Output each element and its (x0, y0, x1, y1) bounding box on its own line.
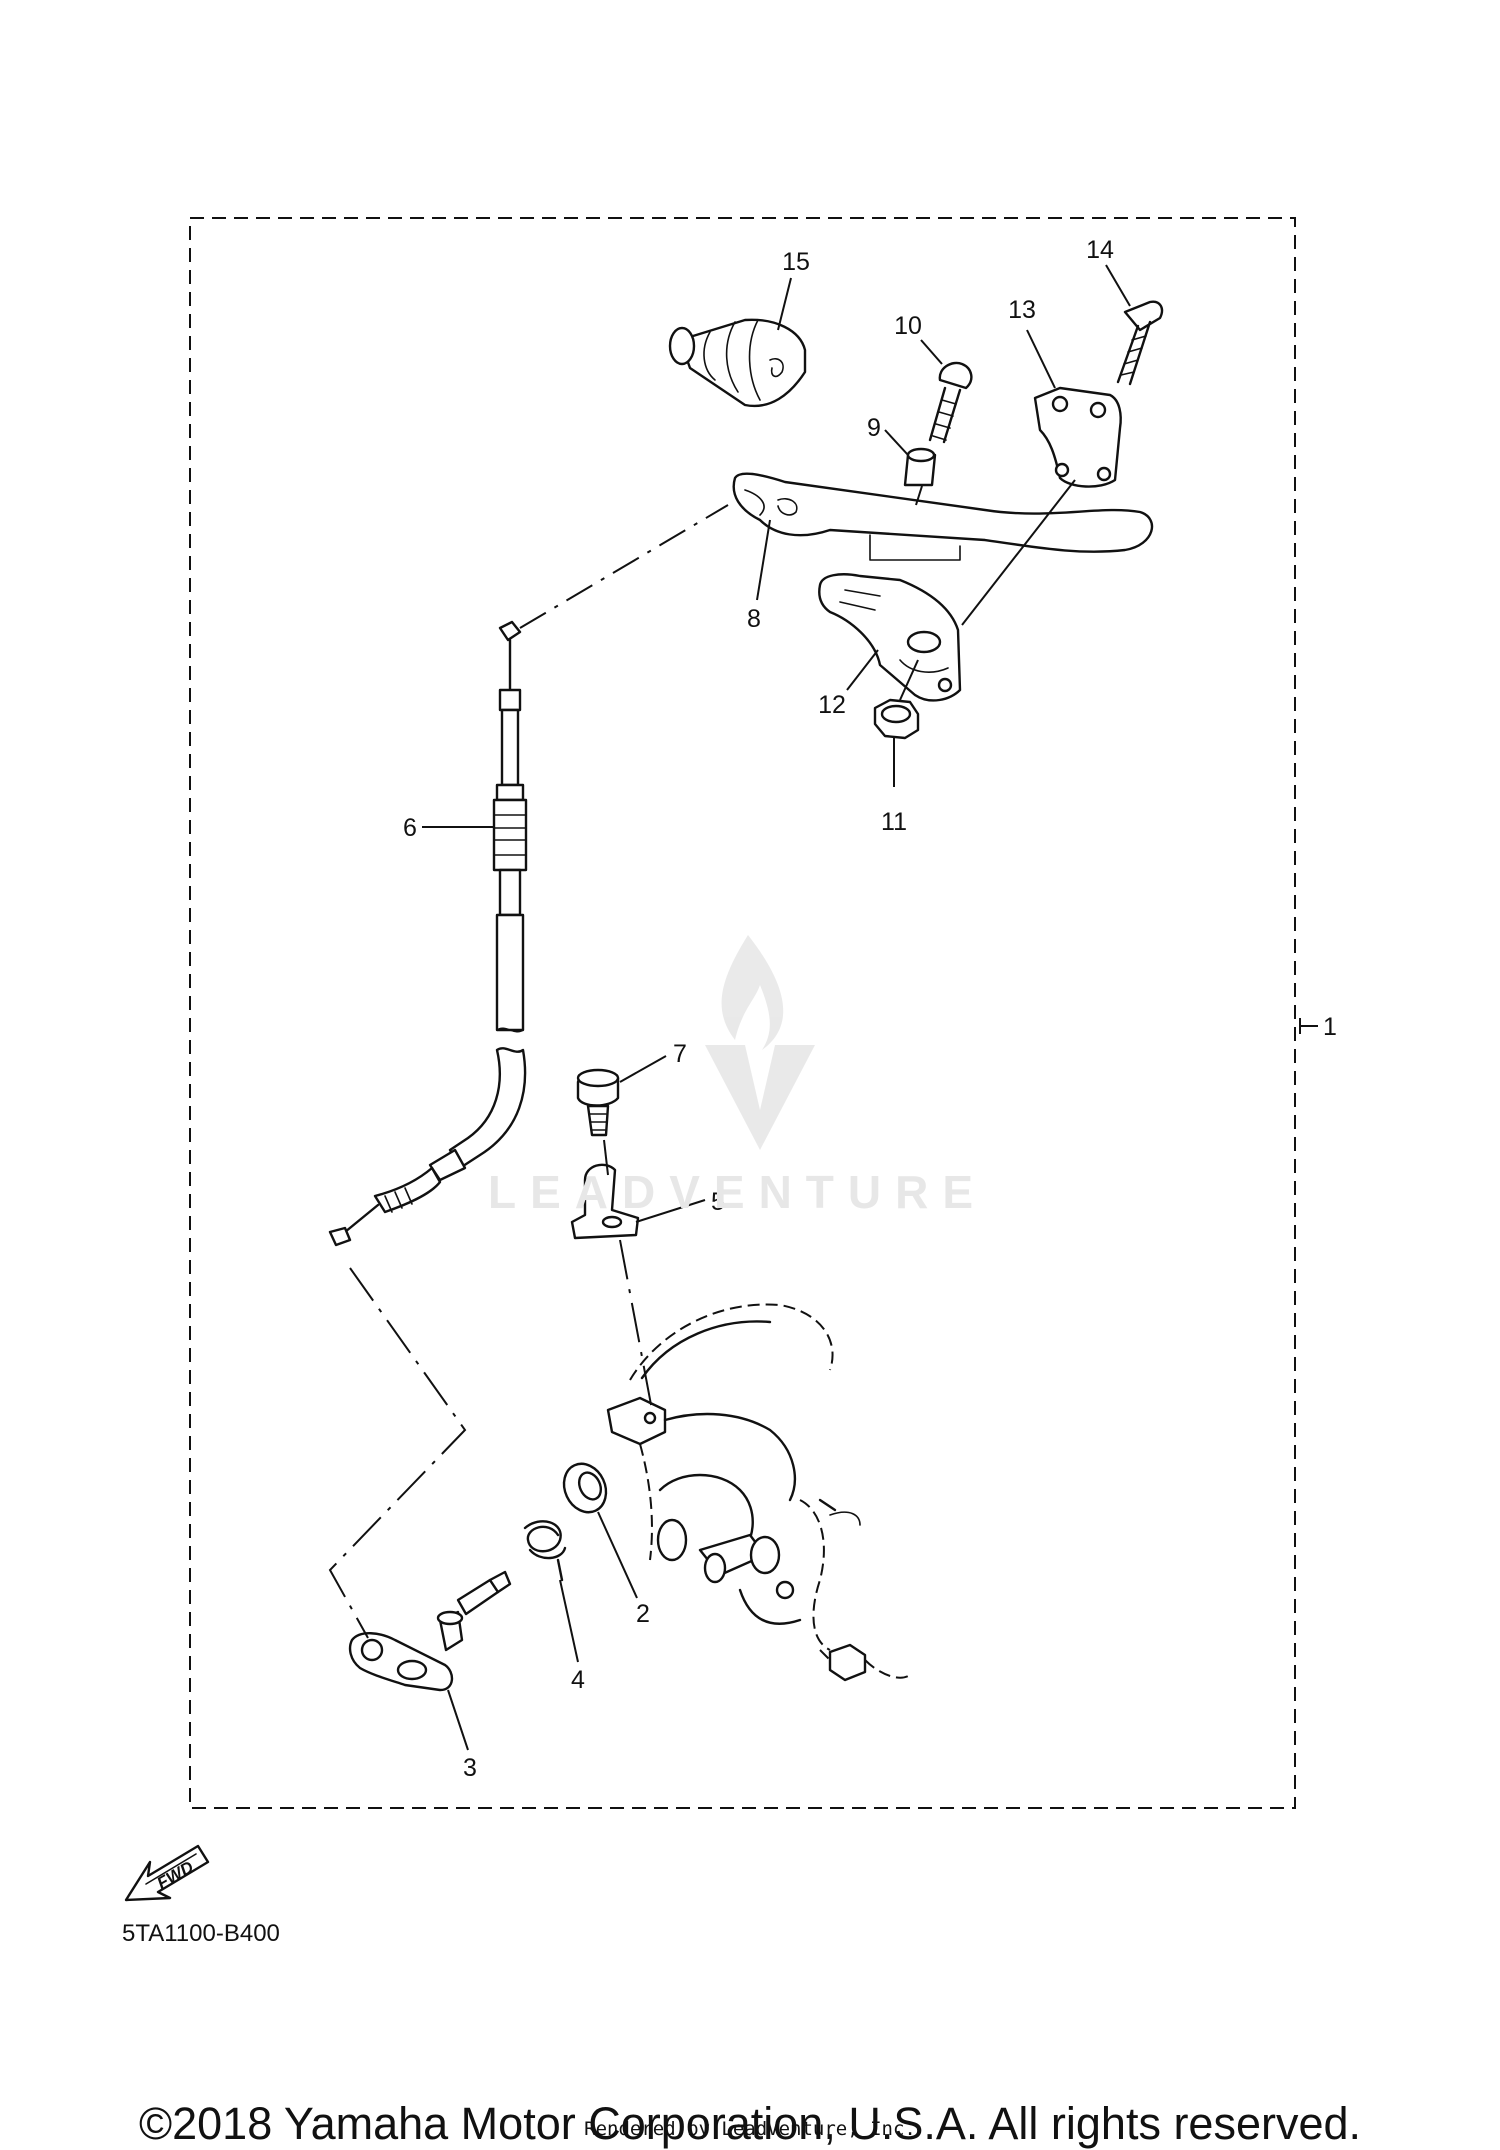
callout-labels: 15 14 13 10 9 8 12 11 6 7 5 1 2 4 3 (403, 236, 1337, 1782)
rendered-by-notice: Rendered by LeadVenture, Inc. (584, 2118, 916, 2140)
part-5-cable-holder (570, 1163, 640, 1240)
callout-11: 11 (881, 808, 907, 836)
part-10-bolt (928, 361, 973, 444)
part-11-nut (873, 698, 920, 740)
part-6-clutch-cable (328, 620, 528, 1247)
callout-10: 10 (894, 312, 922, 340)
callout-2: 2 (636, 1600, 650, 1628)
callout-1: 1 (1323, 1013, 1337, 1041)
watermark-text: LEADVENTURE (488, 1166, 988, 1218)
callout-13: 13 (1008, 296, 1036, 324)
watermark-logo (705, 935, 815, 1150)
part-12-lever-holder (818, 573, 962, 702)
callout-3: 3 (463, 1754, 477, 1782)
callout-9: 9 (867, 414, 881, 442)
part-3-push-lever-shaft (348, 1570, 512, 1692)
callout-7: 7 (673, 1040, 687, 1068)
fwd-arrow-icon: FWD (124, 1844, 210, 1902)
diagram-code: 5TA1100-B400 (122, 1920, 280, 1947)
engine-housing (606, 1303, 911, 1682)
callout-leaders (422, 264, 1318, 1751)
part-9-collar (903, 447, 937, 487)
callout-5: 5 (711, 1188, 725, 1216)
part-4-spring (523, 1520, 567, 1582)
callout-15: 15 (782, 248, 810, 276)
callout-12: 12 (818, 691, 846, 719)
part-15-cover (668, 318, 807, 408)
part-7-bolt (576, 1068, 620, 1137)
callout-4: 4 (571, 1666, 585, 1694)
part-13-holder-cap (1033, 386, 1122, 488)
callout-6: 6 (403, 814, 417, 842)
connection-lines (328, 479, 1076, 1639)
part-14-screw (1116, 300, 1164, 386)
assembly-boundary (189, 217, 1296, 1809)
callout-8: 8 (747, 605, 761, 633)
callout-14: 14 (1086, 236, 1114, 264)
part-8-lever (732, 472, 1154, 561)
part-2-oil-seal (562, 1462, 608, 1514)
